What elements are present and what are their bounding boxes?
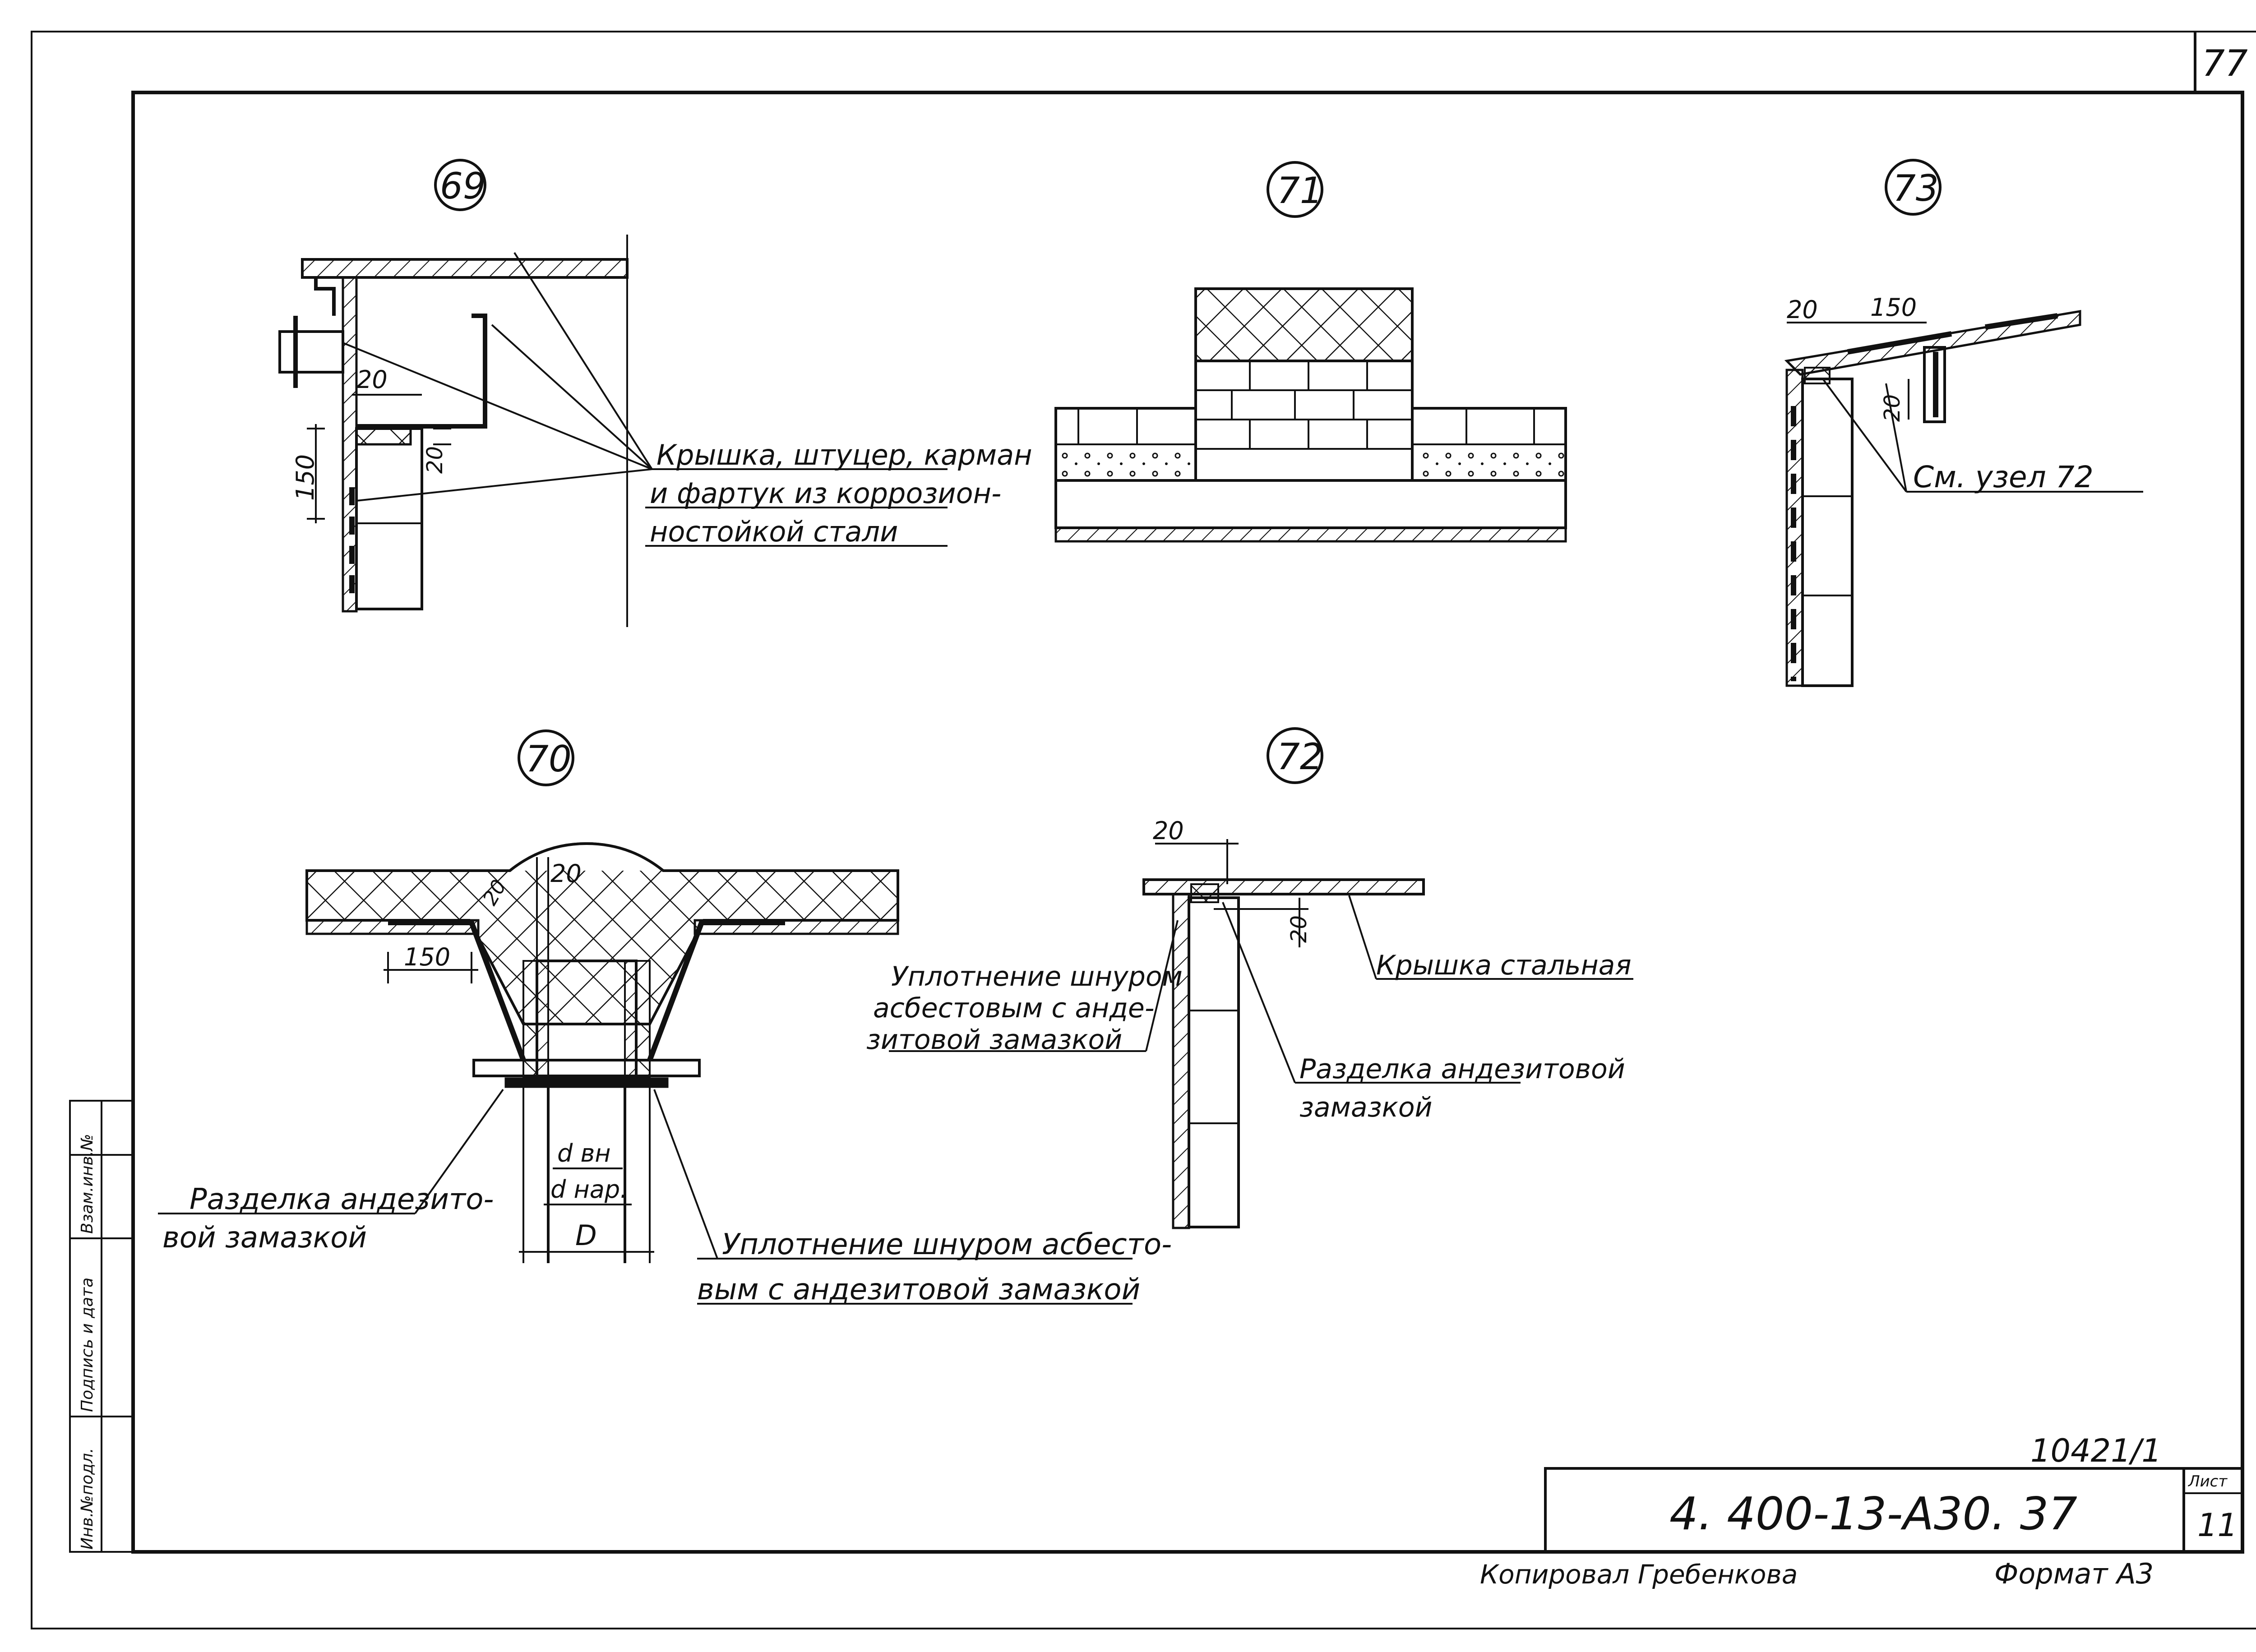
node-73-dim-20a: 20 xyxy=(1787,295,1818,324)
page-number: 77 xyxy=(2202,42,2248,84)
format-label: Формат А3 xyxy=(1994,1557,2154,1590)
list-label: Лист xyxy=(2187,1472,2228,1490)
node-73-callout: См. узел 72 xyxy=(1913,460,2094,494)
node-70-number: 70 xyxy=(526,738,572,780)
node-71 xyxy=(1054,161,1567,543)
copied-by: Копировал Гребенкова xyxy=(1480,1559,1798,1590)
node-70-dim-150: 150 xyxy=(404,943,450,971)
node-72-callout-right-1: Разделка андезитовой xyxy=(1299,1053,1625,1085)
node-69-callout-line-3: ностойкой стали xyxy=(650,515,898,548)
node-70-d-inner: d вн xyxy=(557,1139,611,1167)
node-69-number: 69 xyxy=(440,165,486,207)
node-72-number: 72 xyxy=(1277,736,1323,778)
document-code: 4. 400-13-А30. 37 xyxy=(1669,1487,2077,1540)
node-72-dim-20b: 20 xyxy=(1286,915,1312,943)
node-71-number: 71 xyxy=(1277,170,1323,212)
node-73-number: 73 xyxy=(1893,167,1939,209)
node-72-callout-left-3: зитовой замазкой xyxy=(866,1024,1122,1056)
node-70-callout-left-2: вой замазкой xyxy=(162,1221,367,1255)
node-70-d-outer: d нар. xyxy=(550,1175,628,1204)
node-69 xyxy=(278,159,948,627)
node-70-callout-right-1: Уплотнение шнуром асбесто- xyxy=(722,1228,1172,1261)
node-72-dim-20a: 20 xyxy=(1153,817,1184,845)
node-69-dim-20b: 20 xyxy=(422,446,448,474)
stamp-inventory-label: Инв.№подл. xyxy=(78,1448,97,1550)
title-block xyxy=(1544,1467,2244,1553)
node-70-d-big: D xyxy=(575,1219,597,1252)
node-72-callout-left-2: асбестовым с анде- xyxy=(873,992,1155,1024)
node-72-callout-top-right: Крышка стальная xyxy=(1376,950,1632,981)
node-70-callout-left-1: Разделка андезито- xyxy=(190,1183,494,1216)
node-69-dim-150: 150 xyxy=(291,454,319,501)
sheet-frame xyxy=(31,31,2256,1629)
node-70 xyxy=(158,729,1133,1305)
node-72-callout-right-2: замазкой xyxy=(1299,1092,1433,1123)
node-73 xyxy=(1784,159,2143,687)
node-72 xyxy=(889,727,1633,1229)
side-stamp: Инв.№подл. Подпись и дата Взам.инв.№ xyxy=(69,1100,134,1553)
node-73-dim-150: 150 xyxy=(1870,293,1917,322)
node-73-dim-20b: 20 xyxy=(1880,394,1905,422)
node-69-dim-20a: 20 xyxy=(356,365,388,394)
inventory-number: 10421/1 xyxy=(2030,1432,2162,1469)
node-70-callout-right-2: вым с андезитовой замазкой xyxy=(697,1273,1140,1306)
node-72-callout-left-1: Уплотнение шнуром xyxy=(891,961,1183,992)
node-70-dim-20a: 20 xyxy=(550,859,582,888)
node-69-callout-line-2: и фартук из коррозион- xyxy=(650,477,1001,510)
stamp-signature-label: Подпись и дата xyxy=(78,1278,97,1412)
stamp-replace-label: Взам.инв.№ xyxy=(78,1134,97,1234)
list-number: 11 xyxy=(2197,1507,2238,1544)
node-69-callout-line-1: Крышка, штуцер, карман xyxy=(656,438,1032,471)
